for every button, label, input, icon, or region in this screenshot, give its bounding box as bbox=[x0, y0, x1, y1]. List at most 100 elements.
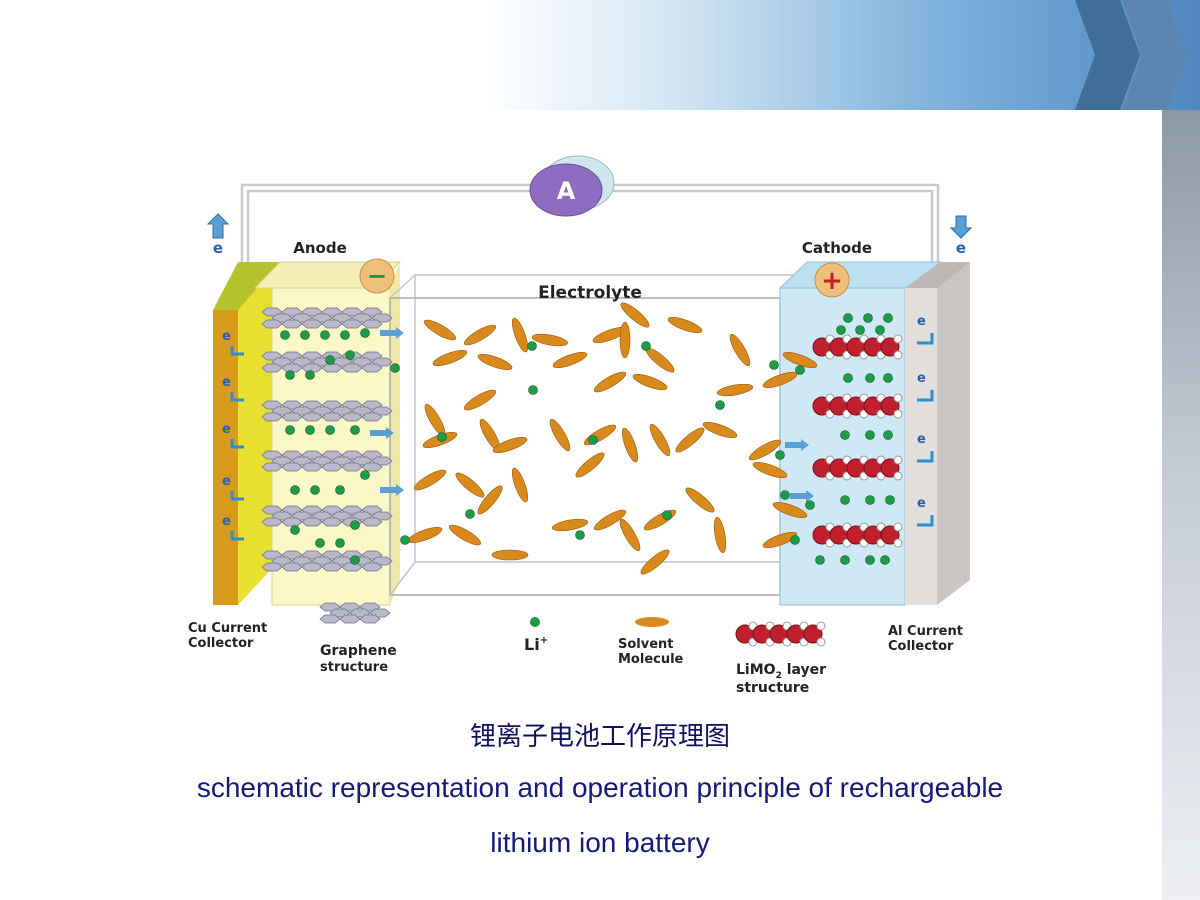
li-ion bbox=[769, 360, 779, 370]
chevron-decoration-1 bbox=[1075, 0, 1140, 110]
metal-atom bbox=[893, 334, 903, 344]
solvent-molecule bbox=[423, 319, 457, 341]
ion-flow-arrow bbox=[790, 490, 814, 502]
graphene-hexagon bbox=[321, 462, 343, 472]
li-ion bbox=[335, 485, 345, 495]
li-ion bbox=[875, 325, 885, 335]
solvent-molecule bbox=[619, 518, 641, 552]
ammeter: A bbox=[529, 155, 615, 217]
al-current-collector bbox=[905, 262, 970, 605]
solvent-molecule bbox=[782, 351, 818, 369]
solvent-molecule bbox=[463, 389, 497, 411]
graphene-hexagon bbox=[301, 412, 323, 422]
ion-flow-arrow bbox=[380, 327, 404, 339]
solvent-molecule bbox=[772, 501, 808, 519]
graphene-hexagon bbox=[301, 319, 323, 329]
electron-path-arrow bbox=[230, 491, 244, 501]
solvent-molecule bbox=[762, 531, 798, 549]
electron-out-arrow: e bbox=[206, 213, 230, 257]
li-ion bbox=[350, 425, 360, 435]
li-ion bbox=[840, 495, 850, 505]
li-ion bbox=[815, 555, 825, 565]
metal-atom bbox=[893, 522, 903, 532]
li-ion bbox=[320, 330, 330, 340]
solvent-molecule bbox=[407, 526, 443, 544]
solvent-molecule bbox=[649, 423, 671, 457]
electron-symbol: e bbox=[917, 432, 926, 447]
li-ions bbox=[280, 313, 895, 565]
minus-sign: − bbox=[367, 262, 387, 290]
electron-symbol: e bbox=[222, 474, 231, 489]
ion-flow-arrow bbox=[370, 427, 394, 439]
anode-minus-badge: − bbox=[359, 258, 395, 294]
anode-label: Anode bbox=[293, 239, 347, 257]
electron-symbol: e bbox=[222, 329, 231, 344]
cathode-label: Cathode bbox=[802, 239, 872, 257]
electrolyte-label: Electrolyte bbox=[538, 283, 642, 303]
electron-path-arrow bbox=[917, 333, 934, 345]
metal-atom bbox=[893, 471, 903, 481]
metal-atom bbox=[816, 637, 826, 647]
electron-path-arrow bbox=[917, 390, 934, 402]
solvent-molecule bbox=[729, 333, 751, 367]
solvent-molecule bbox=[748, 439, 782, 461]
solvent-molecule bbox=[716, 383, 754, 397]
legend: Cu Current Collector Graphene structure … bbox=[188, 602, 963, 696]
cathode-plus-badge: + bbox=[814, 262, 850, 298]
li-ion bbox=[885, 495, 895, 505]
graphene-hexagon bbox=[281, 319, 303, 329]
li-ion bbox=[883, 313, 893, 323]
electron-path-arrow bbox=[230, 531, 244, 541]
solvent-molecule bbox=[549, 418, 571, 452]
electron-path-arrow bbox=[230, 346, 244, 356]
solvent-molecule bbox=[667, 316, 703, 334]
legend-limo2-line2: structure bbox=[736, 680, 809, 696]
battery-diagram-svg: A e e Anode Cathode − Electrolyte bbox=[188, 155, 973, 696]
solvent-molecule bbox=[448, 524, 482, 546]
graphene-hexagon bbox=[361, 412, 383, 422]
legend-limo2-icon bbox=[735, 621, 826, 647]
solvent-molecule bbox=[463, 324, 497, 346]
limo2-layers bbox=[812, 334, 903, 548]
metal-atom bbox=[893, 409, 903, 419]
solvent-molecule bbox=[675, 427, 705, 453]
li-ion bbox=[775, 450, 785, 460]
graphene-hexagon bbox=[281, 462, 303, 472]
ion-flow-arrow bbox=[785, 439, 809, 451]
caption-english-line1: schematic representation and operation p… bbox=[196, 772, 1004, 803]
legend-cu-line1: Cu Current bbox=[188, 621, 267, 636]
chevron-decoration-2 bbox=[1122, 0, 1187, 110]
graphene-hexagon bbox=[361, 319, 383, 329]
graphene-hexagon bbox=[261, 319, 283, 329]
metal-atom bbox=[893, 538, 903, 548]
electron-path-arrow bbox=[917, 515, 934, 527]
li-ion bbox=[863, 313, 873, 323]
li-ion bbox=[641, 341, 651, 351]
legend-solvent-line2: Molecule bbox=[618, 652, 684, 667]
graphene-hexagon bbox=[361, 517, 383, 527]
solvent-molecule bbox=[575, 452, 605, 478]
legend-graphene-line1: Graphene bbox=[320, 643, 397, 659]
electron-in-arrow: e bbox=[949, 215, 973, 257]
solvent-molecule bbox=[492, 436, 528, 454]
li-ion bbox=[843, 313, 853, 323]
graphene-hexagon bbox=[321, 363, 343, 373]
graphene-hexagon bbox=[261, 562, 283, 572]
graphene-hexagon bbox=[261, 462, 283, 472]
graphene-hexagon bbox=[301, 462, 323, 472]
li-ion bbox=[780, 490, 790, 500]
electron-path-arrow bbox=[230, 439, 244, 449]
right-gradient-band bbox=[1162, 110, 1200, 900]
li-ion bbox=[843, 373, 853, 383]
graphene-hexagon bbox=[301, 517, 323, 527]
oxygen-atom bbox=[880, 525, 900, 545]
graphene-hexagon bbox=[341, 462, 363, 472]
solvent-molecule bbox=[413, 469, 447, 491]
caption-english-line2: lithium ion battery bbox=[490, 827, 710, 858]
caption-chinese-title: 锂离子电池工作原理图 bbox=[469, 722, 730, 752]
li-ion bbox=[280, 330, 290, 340]
solvent-molecule bbox=[477, 353, 513, 371]
graphene-hexagon bbox=[261, 363, 283, 373]
metal-atom bbox=[816, 621, 826, 631]
